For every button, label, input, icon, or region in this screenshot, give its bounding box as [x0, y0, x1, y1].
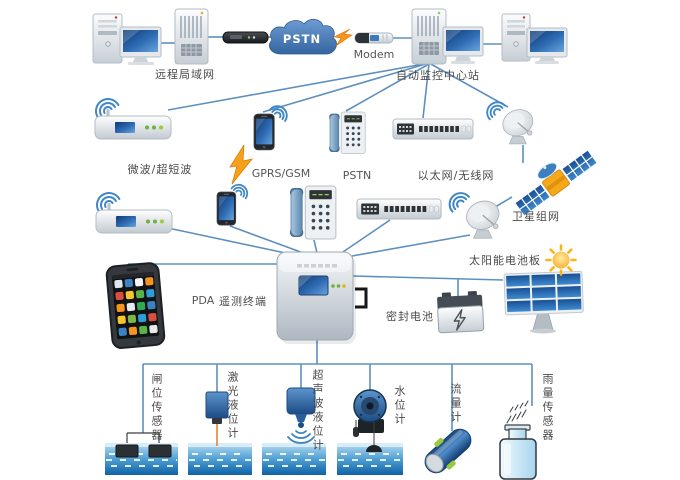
modem-label: Modem: [353, 48, 395, 61]
solar-panel: [503, 270, 584, 334]
satellite-dish-1: [486, 101, 534, 145]
pda-device: [105, 262, 166, 349]
ultrasonic-sensor-label: 超声波液位计: [311, 369, 324, 453]
ethernet-switch-2: [356, 198, 442, 220]
pstn-label: PSTN: [342, 169, 372, 182]
flow-meter: [424, 428, 472, 474]
pda-label: PDA: [191, 294, 215, 307]
solar-panel-label: 太阳能电池板: [469, 254, 541, 267]
wireless-signal-icon: [230, 183, 249, 200]
satellite-network-label: 卫星组网: [512, 210, 560, 223]
modem-device-right: [354, 32, 394, 44]
desk-telephone-2: [289, 185, 337, 240]
terminal-label: 遥测终端: [219, 295, 267, 308]
monitor-center-station: [442, 26, 484, 64]
rain-sensor-label: 雨量传感器: [541, 373, 554, 443]
satellite: [514, 149, 598, 217]
wireless-router-2: [95, 192, 173, 234]
wireless-router-1: [94, 98, 172, 140]
gprs-label: GPRS/GSM: [251, 167, 311, 180]
modem-device-left: [222, 31, 269, 44]
remote-lan-label: 远程局域网: [155, 68, 215, 81]
gate-position-sensor: [115, 444, 172, 458]
laser-sensor-label: 激光液位计: [226, 371, 239, 441]
sun-icon: [545, 244, 577, 276]
water-pool: [188, 443, 252, 475]
pstn-cloud-label: PSTN: [282, 32, 322, 46]
desktop-computer-station: [501, 13, 568, 64]
desk-telephone-1: [329, 111, 366, 155]
pstn-cloud: [269, 18, 337, 55]
wireless-signal-icon: [448, 192, 470, 213]
water-level-sensor-label: 水位计: [393, 385, 406, 427]
server-remote: [174, 8, 209, 65]
terminal-nameplate: [297, 264, 337, 268]
ultrasonic-level-sensor: [286, 387, 316, 444]
water-level-sensor: [353, 389, 387, 452]
laser-level-sensor: [205, 391, 229, 446]
app-icons: [114, 277, 158, 336]
wireless-signal-icon: [486, 101, 506, 121]
connection-lines: [128, 36, 533, 433]
battery-label: 密封电池: [386, 310, 434, 323]
float-gauge: [366, 445, 382, 452]
lightning-icon-top: [333, 28, 353, 47]
battery-bolt-icon: [453, 309, 466, 331]
ultrasonic-waves-icon: [287, 430, 315, 444]
wireless-signal-icon: [268, 105, 288, 122]
wireless-signal-icon: [95, 98, 120, 118]
flow-meter-label: 流量计: [449, 383, 462, 425]
ethernet-switch-1: [392, 118, 474, 140]
wireless-signal-icon: [96, 192, 121, 212]
gate-sensor-label: 闸位传感器: [150, 373, 163, 443]
lightning-icon-gprs: [229, 144, 254, 185]
terminal-mount-bracket: [355, 287, 368, 309]
gprs-phone-1: [253, 105, 288, 151]
rain-gauge: [499, 400, 537, 480]
ethernet-label: 以太网/无线网: [417, 169, 495, 182]
center-station-label: 自动监控中心站: [396, 69, 480, 82]
water-pool: [262, 443, 326, 475]
battery: [437, 290, 485, 334]
desktop-computer-remote: [92, 13, 162, 65]
microwave-label: 微波/超短波: [127, 163, 193, 176]
satellite-dish-2: [448, 192, 500, 239]
rain-drops-icon: [506, 400, 529, 424]
gprs-phone-2: [216, 183, 249, 226]
server-center-station: [411, 8, 447, 65]
telemetry-terminal: [276, 251, 368, 344]
